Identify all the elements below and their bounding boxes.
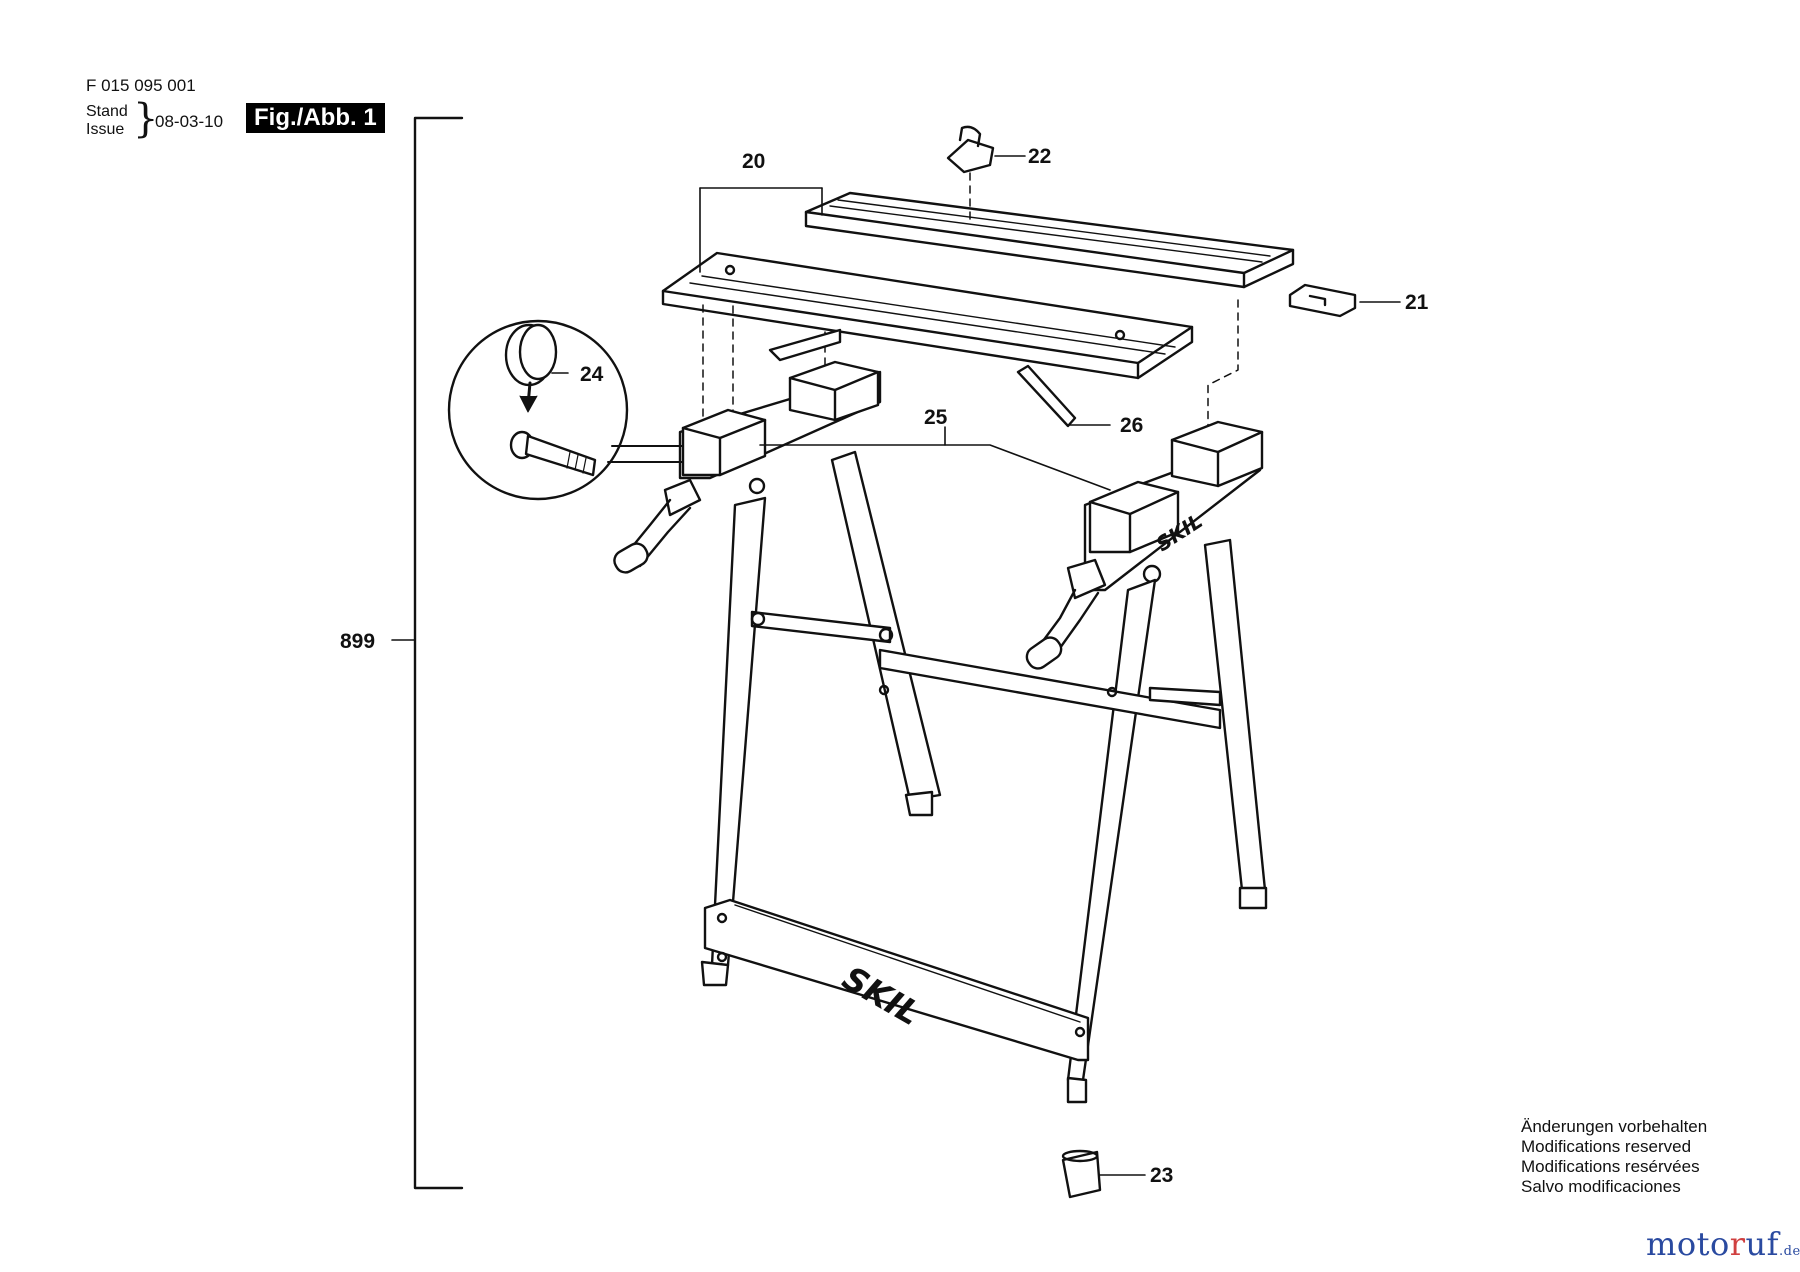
- callout-20: 20: [742, 150, 765, 173]
- notice-line-en: Modifications reserved: [1521, 1137, 1692, 1156]
- left-clamp-head: [613, 360, 882, 574]
- part-24-detail-view: [447, 319, 684, 501]
- issue-date: 08-03-10: [155, 112, 224, 131]
- part-26-wedge: [1016, 364, 1077, 428]
- callout-24: 24: [580, 363, 604, 386]
- stand-label: Stand: [86, 103, 128, 120]
- part-22-clamp-knob: [946, 125, 995, 174]
- leader-lines: [551, 155, 1401, 1176]
- part-21-end-cap: [1288, 283, 1357, 318]
- front-top-rail: [661, 251, 1194, 380]
- height-dimension-bracket: [391, 116, 464, 1190]
- bottom-crossbar: [703, 898, 1090, 1062]
- part-23-foot-cap: [1061, 1149, 1102, 1199]
- modifications-notice: Änderungen vorbehalten Modifications res…: [1521, 1117, 1707, 1197]
- notice-line-fr: Modifications resérvées: [1521, 1157, 1700, 1176]
- notice-line-es: Salvo modificaciones: [1521, 1177, 1681, 1196]
- figure-label: Fig./Abb. 1: [246, 103, 385, 133]
- stand-issue-labels: Stand Issue: [86, 103, 128, 139]
- callout-21: 21: [1405, 291, 1429, 314]
- document-number: F 015 095 001: [86, 76, 196, 95]
- right-rear-leg: [1203, 538, 1268, 910]
- rear-top-rail: [804, 191, 1295, 289]
- watermark-tld: .de: [1778, 1244, 1800, 1259]
- dimension-label: 899: [340, 630, 375, 653]
- callout-22: 22: [1028, 145, 1051, 168]
- site-watermark: motoruf.de: [1646, 1225, 1800, 1263]
- side-stretcher: [878, 648, 1222, 730]
- notice-line-de: Änderungen vorbehalten: [1521, 1117, 1708, 1136]
- issue-label: Issue: [86, 121, 125, 138]
- brace-glyph: }: [133, 96, 159, 142]
- callout-26: 26: [1120, 414, 1143, 437]
- watermark-prefix: moto: [1646, 1225, 1730, 1263]
- callout-23: 23: [1150, 1164, 1173, 1187]
- small-wedge-piece: [768, 328, 842, 362]
- watermark-suffix: uf: [1745, 1225, 1779, 1263]
- callout-25: 25: [924, 406, 948, 429]
- right-clamp-head: [1025, 420, 1264, 670]
- upper-cross-brace: [750, 610, 894, 644]
- watermark-accent: r: [1729, 1225, 1746, 1263]
